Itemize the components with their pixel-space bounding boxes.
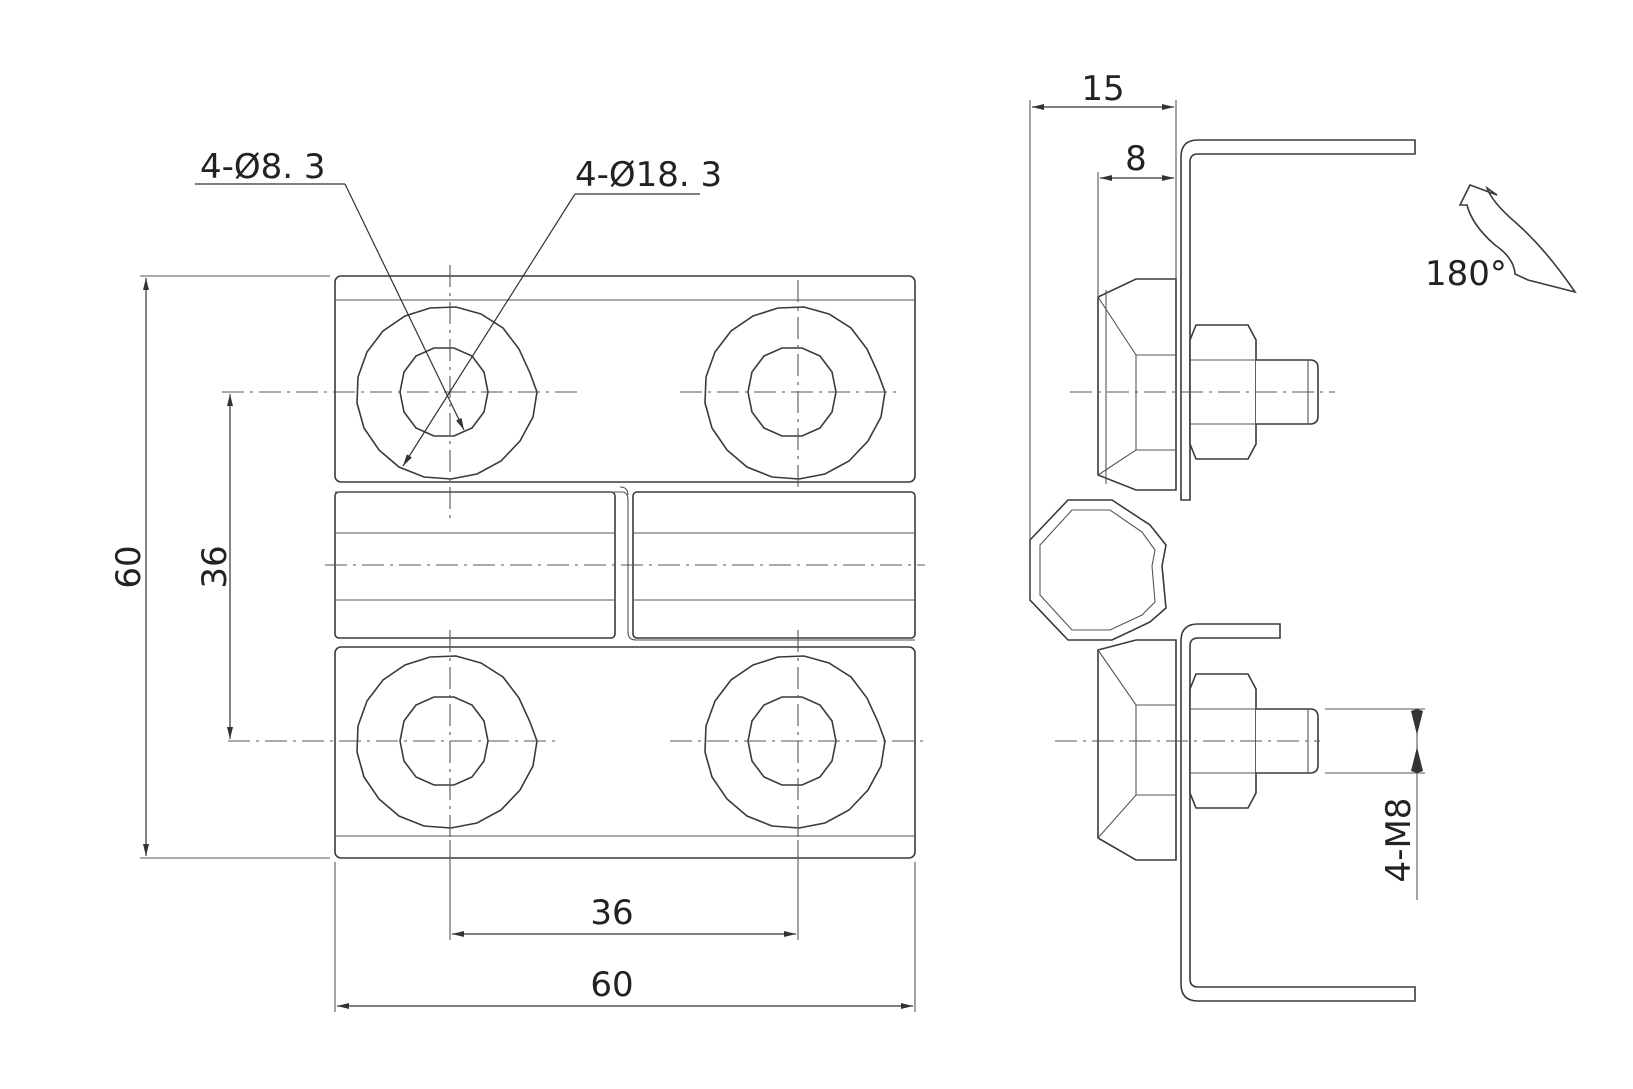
width-dimension-label: 60 [590,965,633,1005]
hole-bottom-left [356,655,538,829]
dim-thread [1325,708,1425,900]
dim-total-thickness [1029,100,1177,600]
rotation-angle-label: 180° [1425,254,1507,294]
front-view: 4-Ø8. 3 4-Ø18. 3 60 36 36 60 [109,147,925,1012]
knuckle-profile [1029,499,1167,641]
dim-width [334,862,916,1012]
total-thickness-label: 15 [1081,69,1124,109]
height-dimension-label: 60 [109,545,149,588]
dim-height [140,275,330,859]
top-leaf-outline [334,275,916,483]
knuckle [334,486,916,641]
through-hole-icon [399,696,489,786]
horizontal-pitch-label: 36 [590,893,633,933]
hole-top-right [704,306,886,480]
top-bracket [1180,139,1416,501]
hole-leaders [195,183,700,467]
counterbore-diameter-label: 4-Ø18. 3 [575,155,722,195]
hole-diameter-label: 4-Ø8. 3 [200,147,326,187]
leaf-thickness-label: 8 [1125,139,1147,179]
bottom-bracket [1180,623,1416,1002]
counterbore-icon [356,655,538,829]
vertical-pitch-label: 36 [195,545,235,588]
rotation-arrow-icon [1458,184,1577,294]
thread-size-label: 4-M8 [1379,798,1419,883]
dim-pitch-horizontal [449,840,799,940]
counterbore-icon [356,306,538,480]
counterbore-icon [704,306,886,480]
hole-top-left [356,306,538,480]
bottom-leaf-profile [1097,639,1177,861]
side-view: 15 8 180° 4-M8 [1029,69,1577,1002]
bottom-leaf-outline [334,646,916,859]
top-leaf-profile [1097,278,1177,491]
counterbore-icon [704,655,886,829]
hole-bottom-right [704,655,886,829]
dim-leaf-thickness [1097,172,1174,298]
